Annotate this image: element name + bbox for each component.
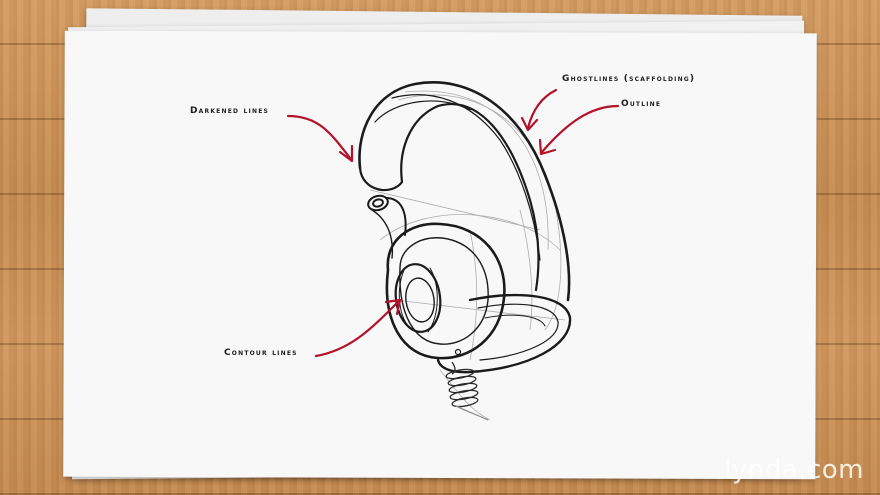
annotation-arrows — [286, 88, 620, 358]
ghostlines — [369, 90, 566, 421]
near-ear-cup — [385, 222, 506, 360]
label-ghostlines: Ghostlines (scaffolding) — [562, 74, 696, 84]
headband — [358, 81, 571, 302]
coiled-cable — [445, 361, 489, 421]
label-outline: Outline — [621, 99, 662, 109]
arrow-contour — [314, 300, 400, 358]
arrow-darkened — [286, 114, 352, 160]
hinge — [367, 194, 407, 259]
arrow-ghostlines — [526, 88, 558, 130]
label-contour-lines: Contour lines — [224, 348, 298, 358]
far-ear-cup — [436, 293, 572, 374]
label-darkened-lines: Darkened lines — [190, 106, 270, 116]
lynda-watermark: lynda.com — [724, 455, 864, 485]
arrow-outline — [540, 104, 620, 154]
